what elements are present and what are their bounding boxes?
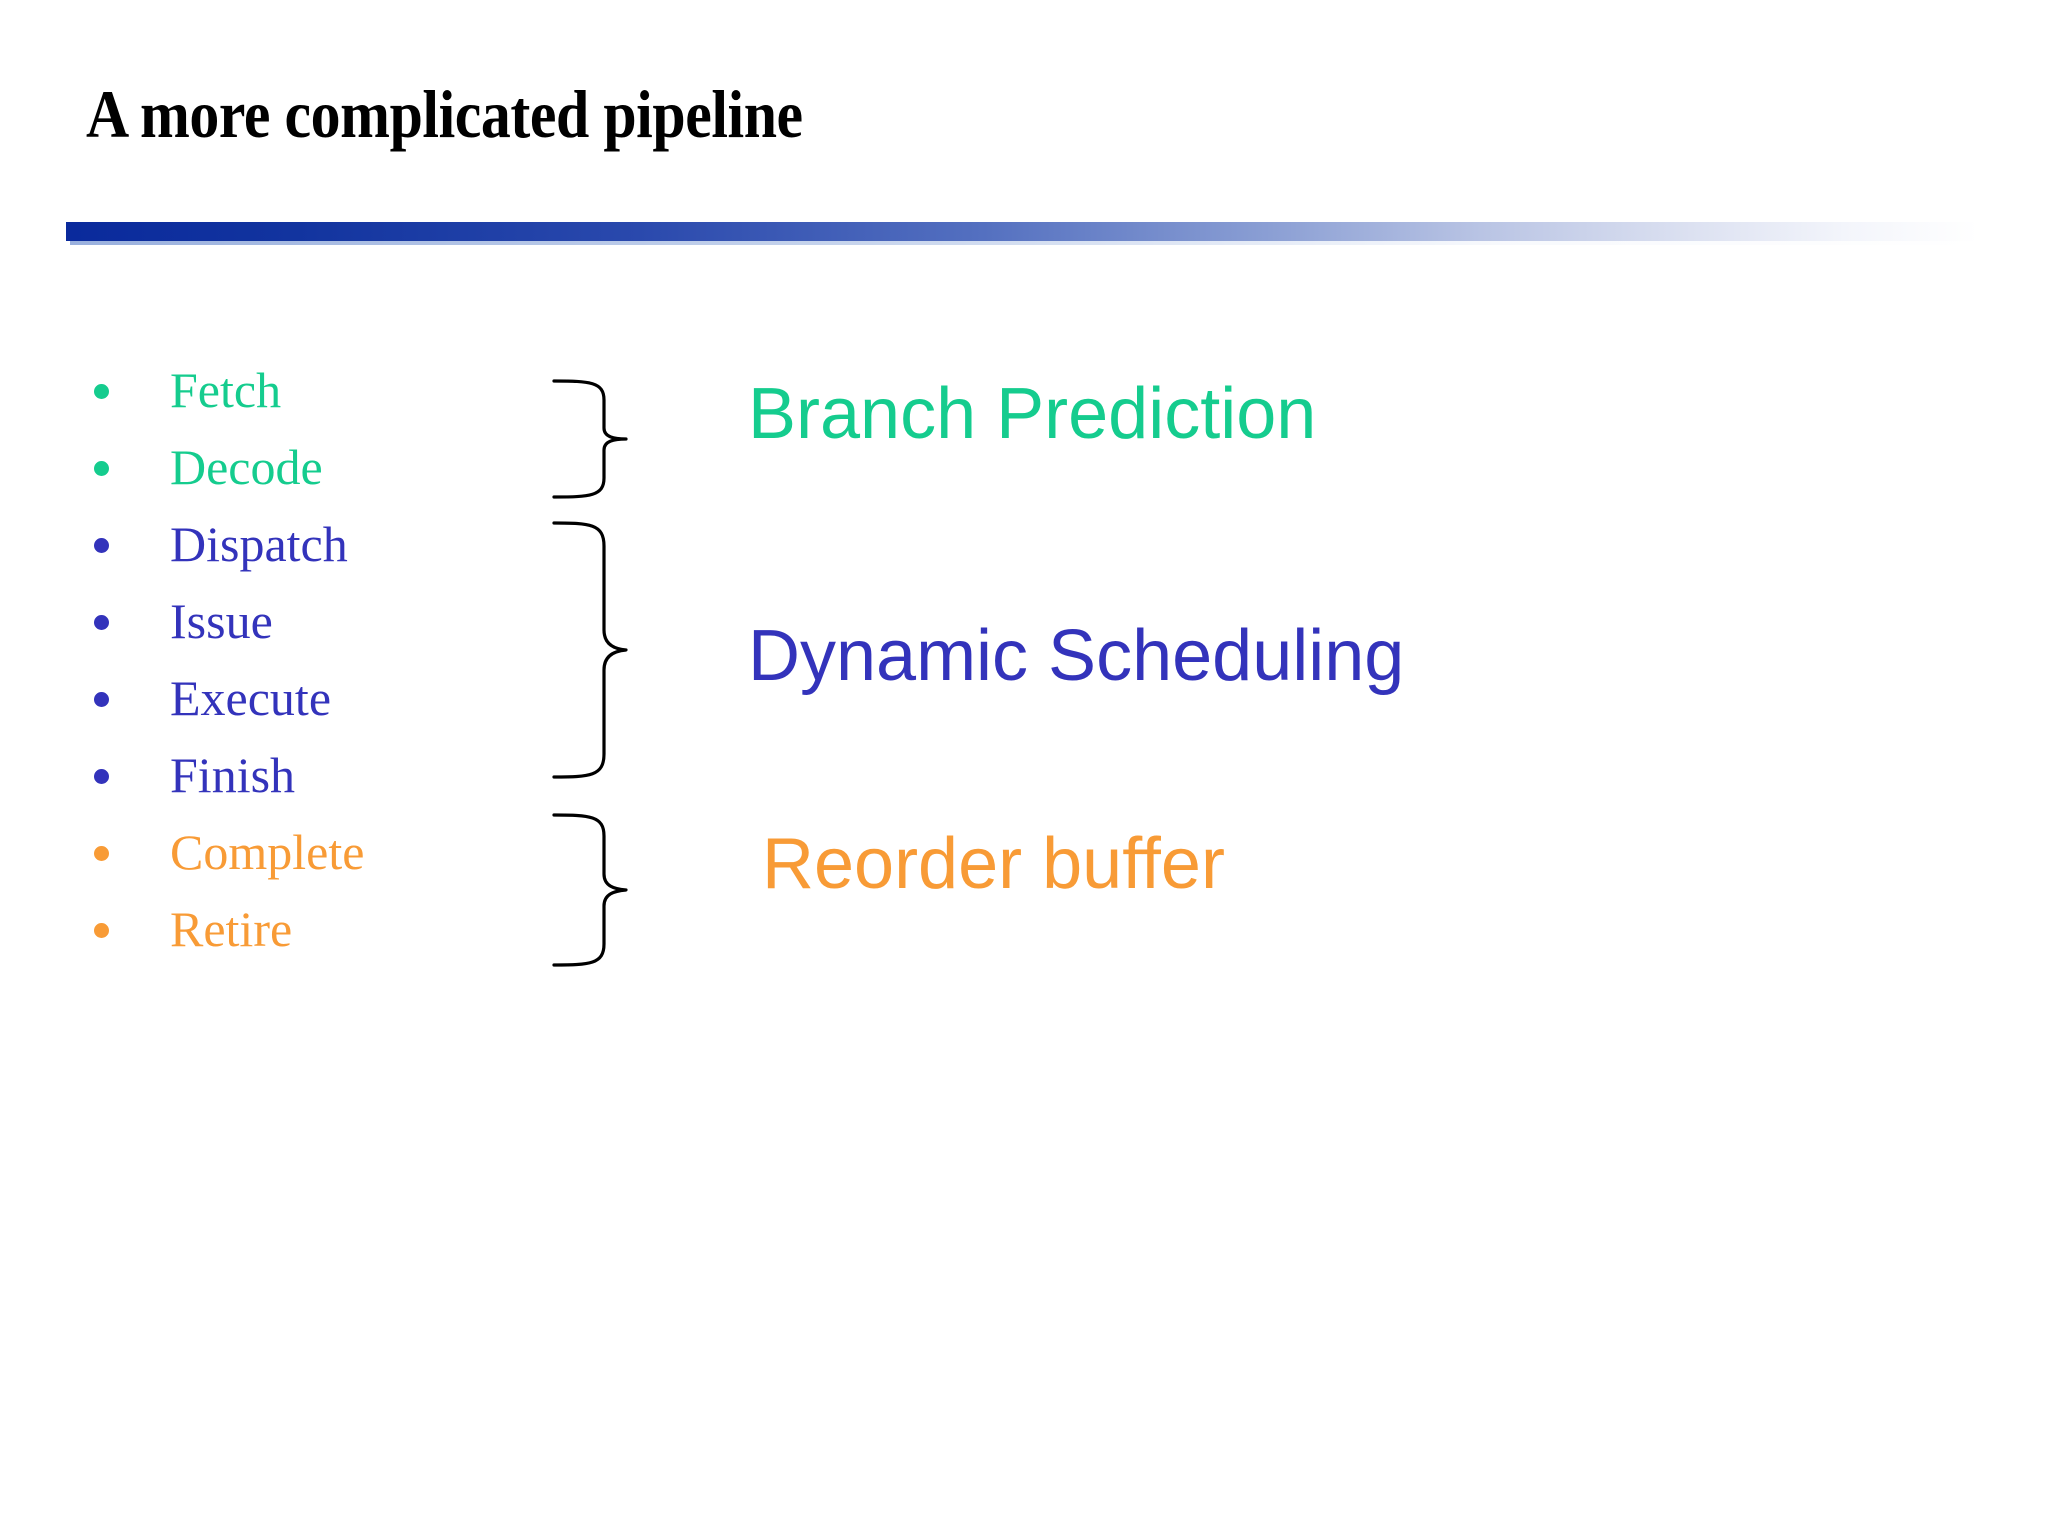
list-item: Dispatch xyxy=(86,506,566,583)
bullet-dot-icon xyxy=(94,768,109,784)
stage-label-fetch: Fetch xyxy=(170,361,282,418)
title-divider-shadow xyxy=(70,241,1978,245)
title-divider-gradient-bar xyxy=(66,222,1978,241)
bullet-dot-icon xyxy=(94,845,109,861)
list-item: Fetch xyxy=(86,352,566,429)
list-item: Issue xyxy=(86,583,566,660)
group-heading-reorder-buffer: Reorder buffer xyxy=(762,824,1225,904)
bullet-dot-icon xyxy=(94,614,109,630)
pipeline-stage-list: Fetch Decode Dispatch Issue Execute Fini… xyxy=(86,352,566,968)
bullet-dot-icon xyxy=(94,383,109,399)
bullet-dot-icon xyxy=(94,460,109,476)
stage-label-issue: Issue xyxy=(170,592,273,649)
stage-label-dispatch: Dispatch xyxy=(170,515,348,572)
stage-label-finish: Finish xyxy=(170,746,296,803)
list-item: Execute xyxy=(86,660,566,737)
stage-label-decode: Decode xyxy=(170,438,323,495)
curly-brace-dynamic-scheduling xyxy=(552,520,662,790)
bullet-dot-icon xyxy=(94,922,109,938)
list-item: Decode xyxy=(86,429,566,506)
page-title: A more complicated pipeline xyxy=(86,76,803,152)
bullet-dot-icon xyxy=(94,691,109,707)
list-item: Finish xyxy=(86,737,566,814)
group-heading-branch-prediction: Branch Prediction xyxy=(748,374,1317,454)
list-item: Retire xyxy=(86,891,566,968)
stage-label-complete: Complete xyxy=(170,823,365,880)
group-heading-dynamic-scheduling: Dynamic Scheduling xyxy=(748,616,1405,696)
list-item: Complete xyxy=(86,814,566,891)
bullet-dot-icon xyxy=(94,537,109,553)
curly-brace-reorder-buffer xyxy=(552,812,662,970)
stage-label-retire: Retire xyxy=(170,900,293,957)
stage-label-execute: Execute xyxy=(170,669,332,726)
curly-brace-branch-prediction xyxy=(552,378,662,500)
